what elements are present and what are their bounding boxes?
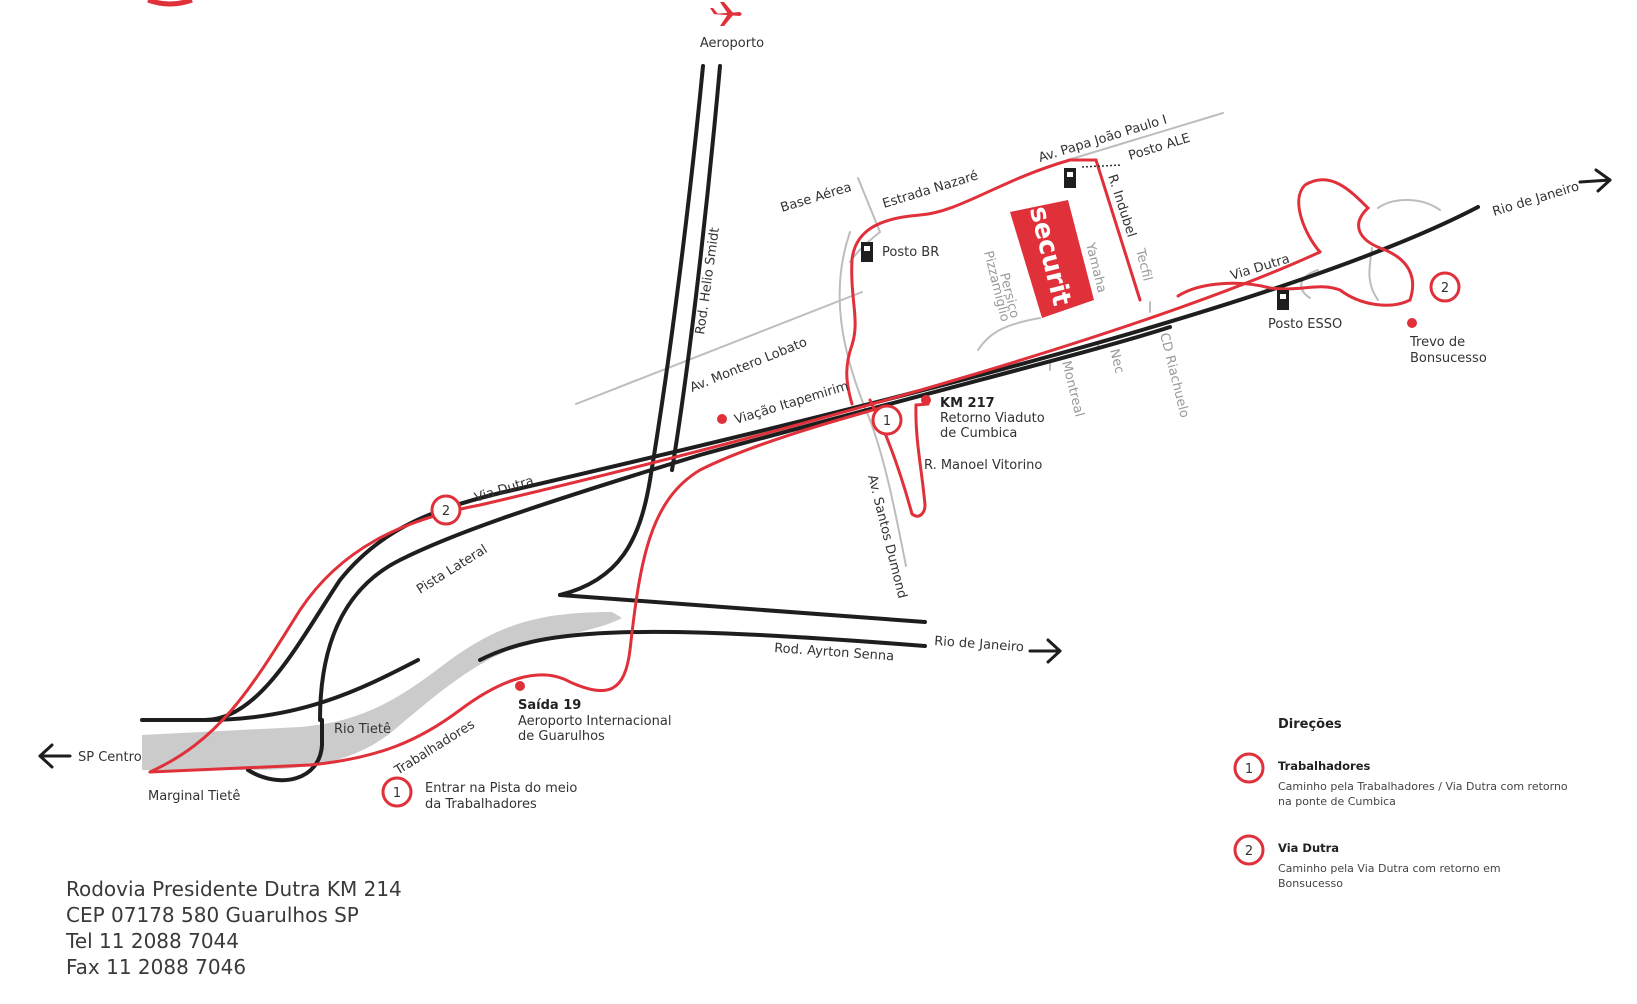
marginal-tiete-label: Marginal Tietê bbox=[148, 789, 240, 804]
airplane-icon bbox=[710, 2, 742, 26]
marker-1-entrar-label: 1 bbox=[393, 786, 401, 801]
trevo-line-2: Bonsucesso bbox=[1410, 351, 1487, 366]
km217-dot bbox=[921, 395, 931, 405]
legend-item-1-desc-1: Caminho pela Trabalhadores / Via Dutra c… bbox=[1278, 780, 1568, 793]
route-trevo-loop bbox=[1176, 178, 1415, 307]
corner-decoration bbox=[147, 0, 193, 7]
cd-riachuelo-label: CD Riachuelo bbox=[1156, 331, 1192, 419]
viacao-itapemirim-dot bbox=[717, 414, 727, 424]
cep-line: CEP 07178 580 Guarulhos SP bbox=[66, 903, 359, 927]
arrow-icon bbox=[38, 743, 72, 769]
posto-esso-label: Posto ESSO bbox=[1268, 317, 1342, 332]
marker-2-left-label: 2 bbox=[442, 504, 450, 519]
route-2-via-dutra bbox=[148, 250, 1322, 774]
location-dots bbox=[515, 318, 1417, 691]
fuel-icons bbox=[861, 168, 1289, 310]
posto-ale-dotted-line bbox=[1081, 164, 1123, 168]
marker-1-km217-label: 1 bbox=[883, 414, 891, 429]
trevo-grey-loop-left bbox=[1300, 269, 1319, 299]
marker-2-trevo-label: 2 bbox=[1441, 281, 1449, 296]
r-manoel-vitorino-label: R. Manoel Vitorino bbox=[924, 458, 1042, 473]
legend-item-1-desc-2: na ponte de Cumbica bbox=[1278, 795, 1396, 808]
legend-item-2: 2 Via Dutra Caminho pela Via Dutra com r… bbox=[1233, 834, 1501, 890]
legend-item-1-num: 1 bbox=[1245, 762, 1253, 777]
legend-item-2-desc-2: Bonsucesso bbox=[1278, 877, 1343, 890]
tecfil-label: Tecfil bbox=[1132, 246, 1155, 282]
route-up-to-nazare bbox=[845, 158, 1142, 406]
route-santos-dumond bbox=[868, 398, 930, 518]
nec-label: Nec bbox=[1106, 347, 1127, 375]
saida19-label: Saída 19 bbox=[518, 698, 581, 713]
av-papa-road bbox=[1067, 112, 1224, 161]
base-aerea-label: Base Aérea bbox=[779, 180, 854, 216]
marker-1-entrar: 1 bbox=[381, 776, 413, 808]
via-dutra-main bbox=[140, 205, 1480, 722]
marker-2-left: 2 bbox=[430, 494, 462, 526]
legend-item-2-num: 2 bbox=[1245, 844, 1253, 859]
rio-de-janeiro-south-a bbox=[558, 593, 927, 624]
aeroporto-internacional-line-1: Aeroporto Internacional bbox=[518, 714, 671, 729]
rio-tiete-label: Rio Tietê bbox=[334, 722, 391, 737]
entrar-line-1: Entrar na Pista do meio bbox=[425, 781, 577, 796]
rio-tiete-river bbox=[142, 612, 622, 770]
marker-2-trevo: 2 bbox=[1429, 271, 1461, 303]
marginal-black-loop bbox=[246, 718, 324, 783]
rio-de-janeiro-bottom-label: Rio de Janeiro bbox=[934, 634, 1025, 655]
arrow-icon bbox=[1578, 168, 1612, 193]
rod-helio-smidt-a bbox=[558, 64, 705, 597]
legend-item-1: 1 Trabalhadores Caminho pela Trabalhador… bbox=[1233, 752, 1568, 808]
via-dutra-left-label: Via Dutra bbox=[473, 474, 536, 506]
fax-line: Fax 11 2088 7046 bbox=[66, 955, 247, 979]
arrow-icon bbox=[1028, 638, 1062, 664]
rod-ayrton-senna-label: Rod. Ayrton Senna bbox=[774, 641, 895, 664]
aeroporto-internacional-line-2: de Guarulhos bbox=[518, 729, 605, 744]
secondary-roads bbox=[575, 112, 1441, 567]
av-montero-lobato-road bbox=[575, 291, 863, 405]
rod-ayrton-senna bbox=[478, 629, 927, 662]
montreal-label: Montreal bbox=[1058, 359, 1086, 418]
red-routes bbox=[148, 158, 1415, 774]
legend-item-2-desc-1: Caminho pela Via Dutra com retorno em bbox=[1278, 862, 1501, 875]
sp-centro-label: SP Centro bbox=[78, 750, 142, 765]
securit-building: securit bbox=[1010, 200, 1094, 318]
direction-arrows bbox=[38, 168, 1612, 769]
estrada-nazare-label: Estrada Nazaré bbox=[881, 168, 980, 211]
trevo-dot bbox=[1407, 318, 1417, 328]
posto-br-label: Posto BR bbox=[882, 245, 939, 260]
trevo-line-1: Trevo de bbox=[1409, 335, 1465, 350]
trevo-grey-loop-right bbox=[1377, 199, 1441, 211]
address-block: Rodovia Presidente Dutra KM 214 CEP 0717… bbox=[66, 876, 402, 980]
saida19-dot bbox=[515, 681, 525, 691]
pista-lateral-road bbox=[318, 325, 1172, 722]
av-montero-lobato-label: Av. Montero Lobato bbox=[688, 335, 810, 396]
route-markers: 2 1 2 1 bbox=[381, 271, 1461, 808]
av-santos-dumond-road bbox=[838, 231, 907, 567]
retorno-line-2: de Cumbica bbox=[940, 426, 1017, 441]
route-1-trabalhadores bbox=[148, 406, 882, 774]
persico-road bbox=[977, 317, 1041, 351]
retorno-line-1: Retorno Viaduto bbox=[940, 411, 1045, 426]
legend-title: Direções bbox=[1278, 717, 1342, 732]
legend-item-2-title: Via Dutra bbox=[1278, 841, 1339, 855]
rio-de-janeiro-top-label: Rio de Janeiro bbox=[1491, 179, 1581, 220]
legend: Direções 1 Trabalhadores Caminho pela Tr… bbox=[1233, 717, 1568, 890]
aeroporto-label: Aeroporto bbox=[700, 36, 764, 51]
marker-1-km217: 1 bbox=[871, 404, 903, 436]
entrar-line-2: da Trabalhadores bbox=[425, 797, 537, 812]
pista-lateral-label: Pista Lateral bbox=[414, 542, 490, 597]
legend-item-1-title: Trabalhadores bbox=[1278, 759, 1370, 773]
fuel-pump-icon bbox=[1277, 290, 1289, 310]
rod-helio-smidt-b bbox=[670, 64, 722, 472]
main-roads bbox=[140, 64, 1480, 783]
tel-line: Tel 11 2088 7044 bbox=[66, 929, 239, 953]
av-santos-dumond-label: Av. Santos Dumond bbox=[864, 473, 909, 600]
rio-tiete-road-upper bbox=[203, 658, 420, 722]
address-line: Rodovia Presidente Dutra KM 214 bbox=[66, 877, 402, 901]
km217-label: KM 217 bbox=[940, 396, 995, 411]
fuel-pump-icon bbox=[861, 242, 873, 262]
fuel-pump-icon bbox=[1064, 168, 1076, 188]
